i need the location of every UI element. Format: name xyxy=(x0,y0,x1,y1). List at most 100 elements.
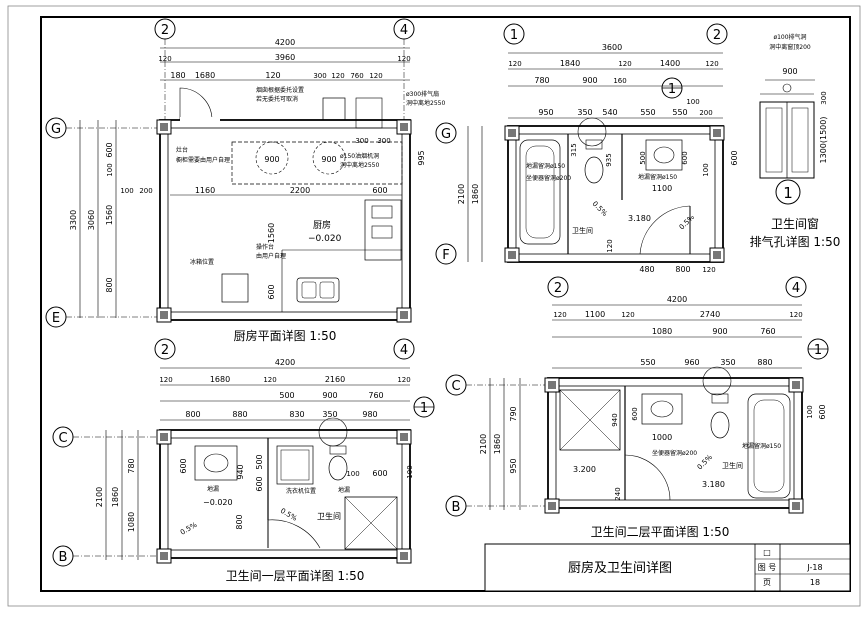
dim-960-wc2: 960 xyxy=(684,358,699,367)
dim-100-wc1: 100 xyxy=(346,470,359,478)
axis-bubble-F: F xyxy=(435,243,457,265)
dim-160-t: 160 xyxy=(613,77,626,85)
dim-350-wc1: 350 xyxy=(322,410,337,419)
axis-bubble-B: B xyxy=(52,545,74,567)
dim-300: 120 xyxy=(331,72,344,80)
dim-780-wc1: 780 xyxy=(127,458,136,473)
dim-350-t: 350 xyxy=(577,108,592,117)
dim-950-t: 950 xyxy=(538,108,553,117)
dim-1560k: 1560 xyxy=(267,223,276,243)
dim-120d: 120 xyxy=(397,55,410,63)
kitchen-dim-lines xyxy=(79,47,410,318)
note-hood: ø150油烟机洞 xyxy=(340,152,379,160)
level-kitchen: −0.020 xyxy=(308,234,342,244)
room-name-wct: 卫生间 xyxy=(572,226,593,235)
svg-text:G: G xyxy=(51,122,61,137)
svg-text:1: 1 xyxy=(510,28,518,43)
note-stove: 灶台 xyxy=(176,146,188,154)
axis-bubble-2d: 2 xyxy=(547,276,569,298)
axis-bubble-4: 4 xyxy=(393,18,415,40)
dim-480-t: 480 xyxy=(639,265,654,274)
dim-600c-wc1: 600 xyxy=(372,469,387,478)
svg-text:4: 4 xyxy=(792,281,800,296)
dim-1300-vent: 1300(1500) xyxy=(819,117,828,164)
frame-border xyxy=(40,16,851,592)
level-wc1: −0.020 xyxy=(203,498,233,507)
page-outline xyxy=(7,5,861,607)
note-fan2: 洞中离地2550 xyxy=(406,99,445,107)
dim-900b: 900 xyxy=(321,155,336,164)
kitchen-walls xyxy=(159,119,411,321)
dim-315-t: 315 xyxy=(570,143,578,156)
dim-880-wc1: 880 xyxy=(232,410,247,419)
dim-600b-wc2: 600 xyxy=(818,404,827,419)
dim-500-t2: 500 xyxy=(639,151,647,164)
note-toilet-wc2: 坐便器留洞ø200 xyxy=(652,449,697,457)
dim-4200-wc1: 4200 xyxy=(275,358,295,367)
dim-4200-wc2: 4200 xyxy=(667,295,687,304)
dim-240-wc2: 240 xyxy=(614,487,622,500)
stove-counter xyxy=(231,141,403,185)
dim-935-t: 935 xyxy=(605,153,613,166)
dim-120b-wc2: 120 xyxy=(621,311,634,319)
dim-1160: 1160 xyxy=(195,186,215,195)
note-washer: 洗衣机位置 xyxy=(286,487,316,495)
dim-2740-wc2: 2740 xyxy=(700,310,720,319)
note-chimney: 烟囱根据委托设置 xyxy=(256,86,304,94)
dim-100: 100 xyxy=(106,163,114,176)
level-wc2: 3.180 xyxy=(702,480,725,489)
dim-120-t2: 120 xyxy=(702,266,715,274)
dim-1680: 120 xyxy=(265,71,280,80)
svg-text:1: 1 xyxy=(420,401,428,416)
axis-bubble-Cb: C xyxy=(445,374,467,396)
detail-bubble-label: 1 xyxy=(783,184,793,202)
dim-120-wc1: 120 xyxy=(159,376,172,384)
svg-text:2: 2 xyxy=(161,343,169,358)
dim-940-wc2: 940 xyxy=(611,413,619,426)
dim-180: 180 xyxy=(170,71,185,80)
slope-wc2: 0.5% xyxy=(696,453,714,471)
dim-120c-t: 120 xyxy=(705,60,718,68)
dim-100-t: 100 xyxy=(686,98,699,106)
dim-800b-wc1: 800 xyxy=(235,514,244,529)
axis-bubble-E: E xyxy=(45,306,67,328)
dim-940-wc1: 940 xyxy=(236,464,245,479)
vent-hole xyxy=(782,83,792,93)
dim-900: 900 xyxy=(264,155,279,164)
note-worktop: 操作台 xyxy=(256,243,274,251)
axis-bubble-2: 2 xyxy=(154,18,176,40)
dim-100-t2: 100 xyxy=(702,163,710,176)
washbasin-wc2 xyxy=(641,393,683,425)
axis-bubble-1: 1 xyxy=(503,23,525,45)
dim-800-left: 800 xyxy=(105,277,114,292)
burner xyxy=(255,141,289,175)
vent-title2: 排气孔详图 1:50 xyxy=(750,234,841,249)
dim-120-t: 120 xyxy=(508,60,521,68)
dim-1560: 1560 xyxy=(105,205,114,225)
dim-600-t2: 600 xyxy=(681,151,689,164)
dim-1080-wc1: 1080 xyxy=(127,512,136,532)
kitchen-plan: 2 4 G E 4200 3960 1680 180 1 xyxy=(45,18,445,343)
washer xyxy=(276,445,314,485)
note-drain-wc2: 地漏留洞ø150 xyxy=(742,442,781,450)
dim-1860-t: 1860 xyxy=(471,184,480,204)
toilet-wc2 xyxy=(710,411,730,439)
dim-120-wc2: 120 xyxy=(553,311,566,319)
burner xyxy=(312,141,346,175)
wc2-plan: 2 4 C B 1 4200 120 xyxy=(445,276,829,539)
slope-wc1b: 0.5% xyxy=(279,507,299,523)
dim-200-t: 200 xyxy=(699,109,712,117)
dim-800-t2: 800 xyxy=(675,265,690,274)
dim-100b-wc1: 100 xyxy=(406,465,414,478)
room-name-kitchen: 厨房 xyxy=(313,219,331,231)
section-mark-1c: 1 xyxy=(807,338,829,360)
axis-bubble-G: G xyxy=(45,117,67,139)
shower-wc2 xyxy=(559,389,621,451)
svg-text:1: 1 xyxy=(668,82,676,97)
dim-550-wc2: 550 xyxy=(640,358,655,367)
shower xyxy=(344,496,398,550)
dim-2100-wc1: 2100 xyxy=(95,487,104,507)
dim-550b-t: 550 xyxy=(672,108,687,117)
